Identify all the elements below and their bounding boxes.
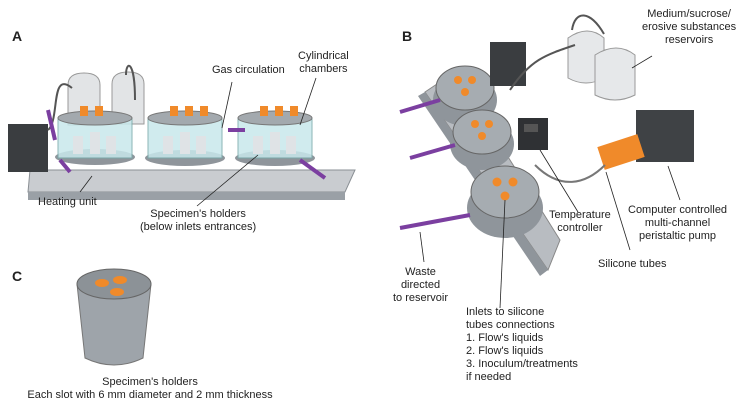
panel-label-a: A — [12, 28, 23, 44]
bottle-right — [111, 71, 145, 125]
label-specimen-holders-a: Specimen's holders (below inlets entranc… — [140, 208, 257, 233]
label-specimen-holders-c: Specimen's holders Each slot with 6 mm d… — [27, 376, 273, 401]
heater-box — [490, 42, 526, 86]
panel-c-holder — [76, 268, 152, 366]
b-chamber-2 — [450, 109, 514, 170]
pump-tubes — [597, 134, 645, 170]
chamber-2 — [145, 106, 225, 166]
panel-b-leaders — [419, 55, 681, 309]
base-plate — [27, 169, 356, 193]
label-gas-circulation: Gas circulation — [212, 64, 285, 76]
label-pump: Computer controlled multi-channel perist… — [628, 204, 728, 242]
label-temperature-controller: Temperature controller — [549, 209, 611, 234]
label-cylindrical-chambers: Cylindrical chambers — [298, 50, 349, 75]
panel-label-b: B — [402, 28, 413, 44]
panel-a-apparatus — [8, 64, 356, 200]
silicone-tube — [534, 164, 606, 183]
label-silicone-tubes: Silicone tubes — [598, 258, 667, 270]
panel-label-c: C — [12, 268, 23, 284]
heating-unit-box — [8, 124, 48, 172]
panel-b-apparatus — [399, 14, 694, 276]
label-reservoirs: Medium/sucrose/ erosive substances reser… — [642, 8, 737, 46]
base-plate-edge — [28, 192, 345, 200]
reservoir-2 — [594, 47, 636, 101]
label-heating-unit: Heating unit — [38, 196, 97, 208]
label-waste: Waste directed to reservoir — [393, 266, 449, 304]
chamber-3 — [235, 106, 315, 166]
chamber-1 — [55, 106, 135, 165]
panel-a-leaders — [79, 77, 317, 207]
temp-controller-box — [518, 118, 548, 150]
pump-body — [636, 110, 694, 162]
label-inlets: Inlets to silicone tubes connections 1. … — [466, 306, 578, 383]
